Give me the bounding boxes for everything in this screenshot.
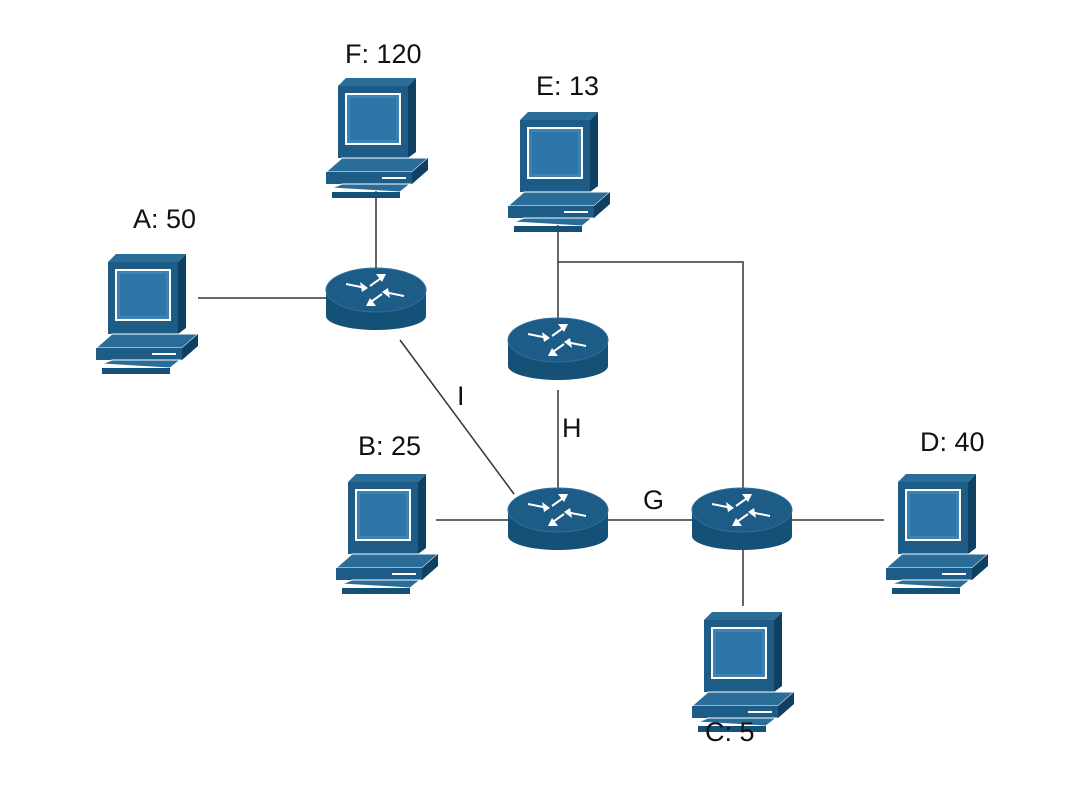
link-i-label: I [457,381,465,411]
link-g-label: G [643,485,665,515]
host-a-computer-icon [95,253,199,375]
host-e-label: E: 13 [536,71,600,101]
host-f-label: F: 120 [345,39,422,69]
link-e-router4 [558,261,744,490]
router-icon [325,267,427,331]
host-a-label: A: 50 [133,204,197,234]
router-icon [507,317,609,381]
host-c-label: C: 5 [705,717,755,747]
link-i [399,339,515,495]
host-b-label: B: 25 [358,431,422,461]
host-e-computer-icon [507,111,611,233]
router-icon [507,487,609,551]
router-icon [691,487,793,551]
host-f-computer-icon [325,77,429,199]
host-d-computer-icon [885,473,989,595]
link-h-label: H [562,413,582,443]
host-c-computer-icon [691,611,795,733]
host-b-computer-icon [335,473,439,595]
host-d-label: D: 40 [920,427,985,457]
